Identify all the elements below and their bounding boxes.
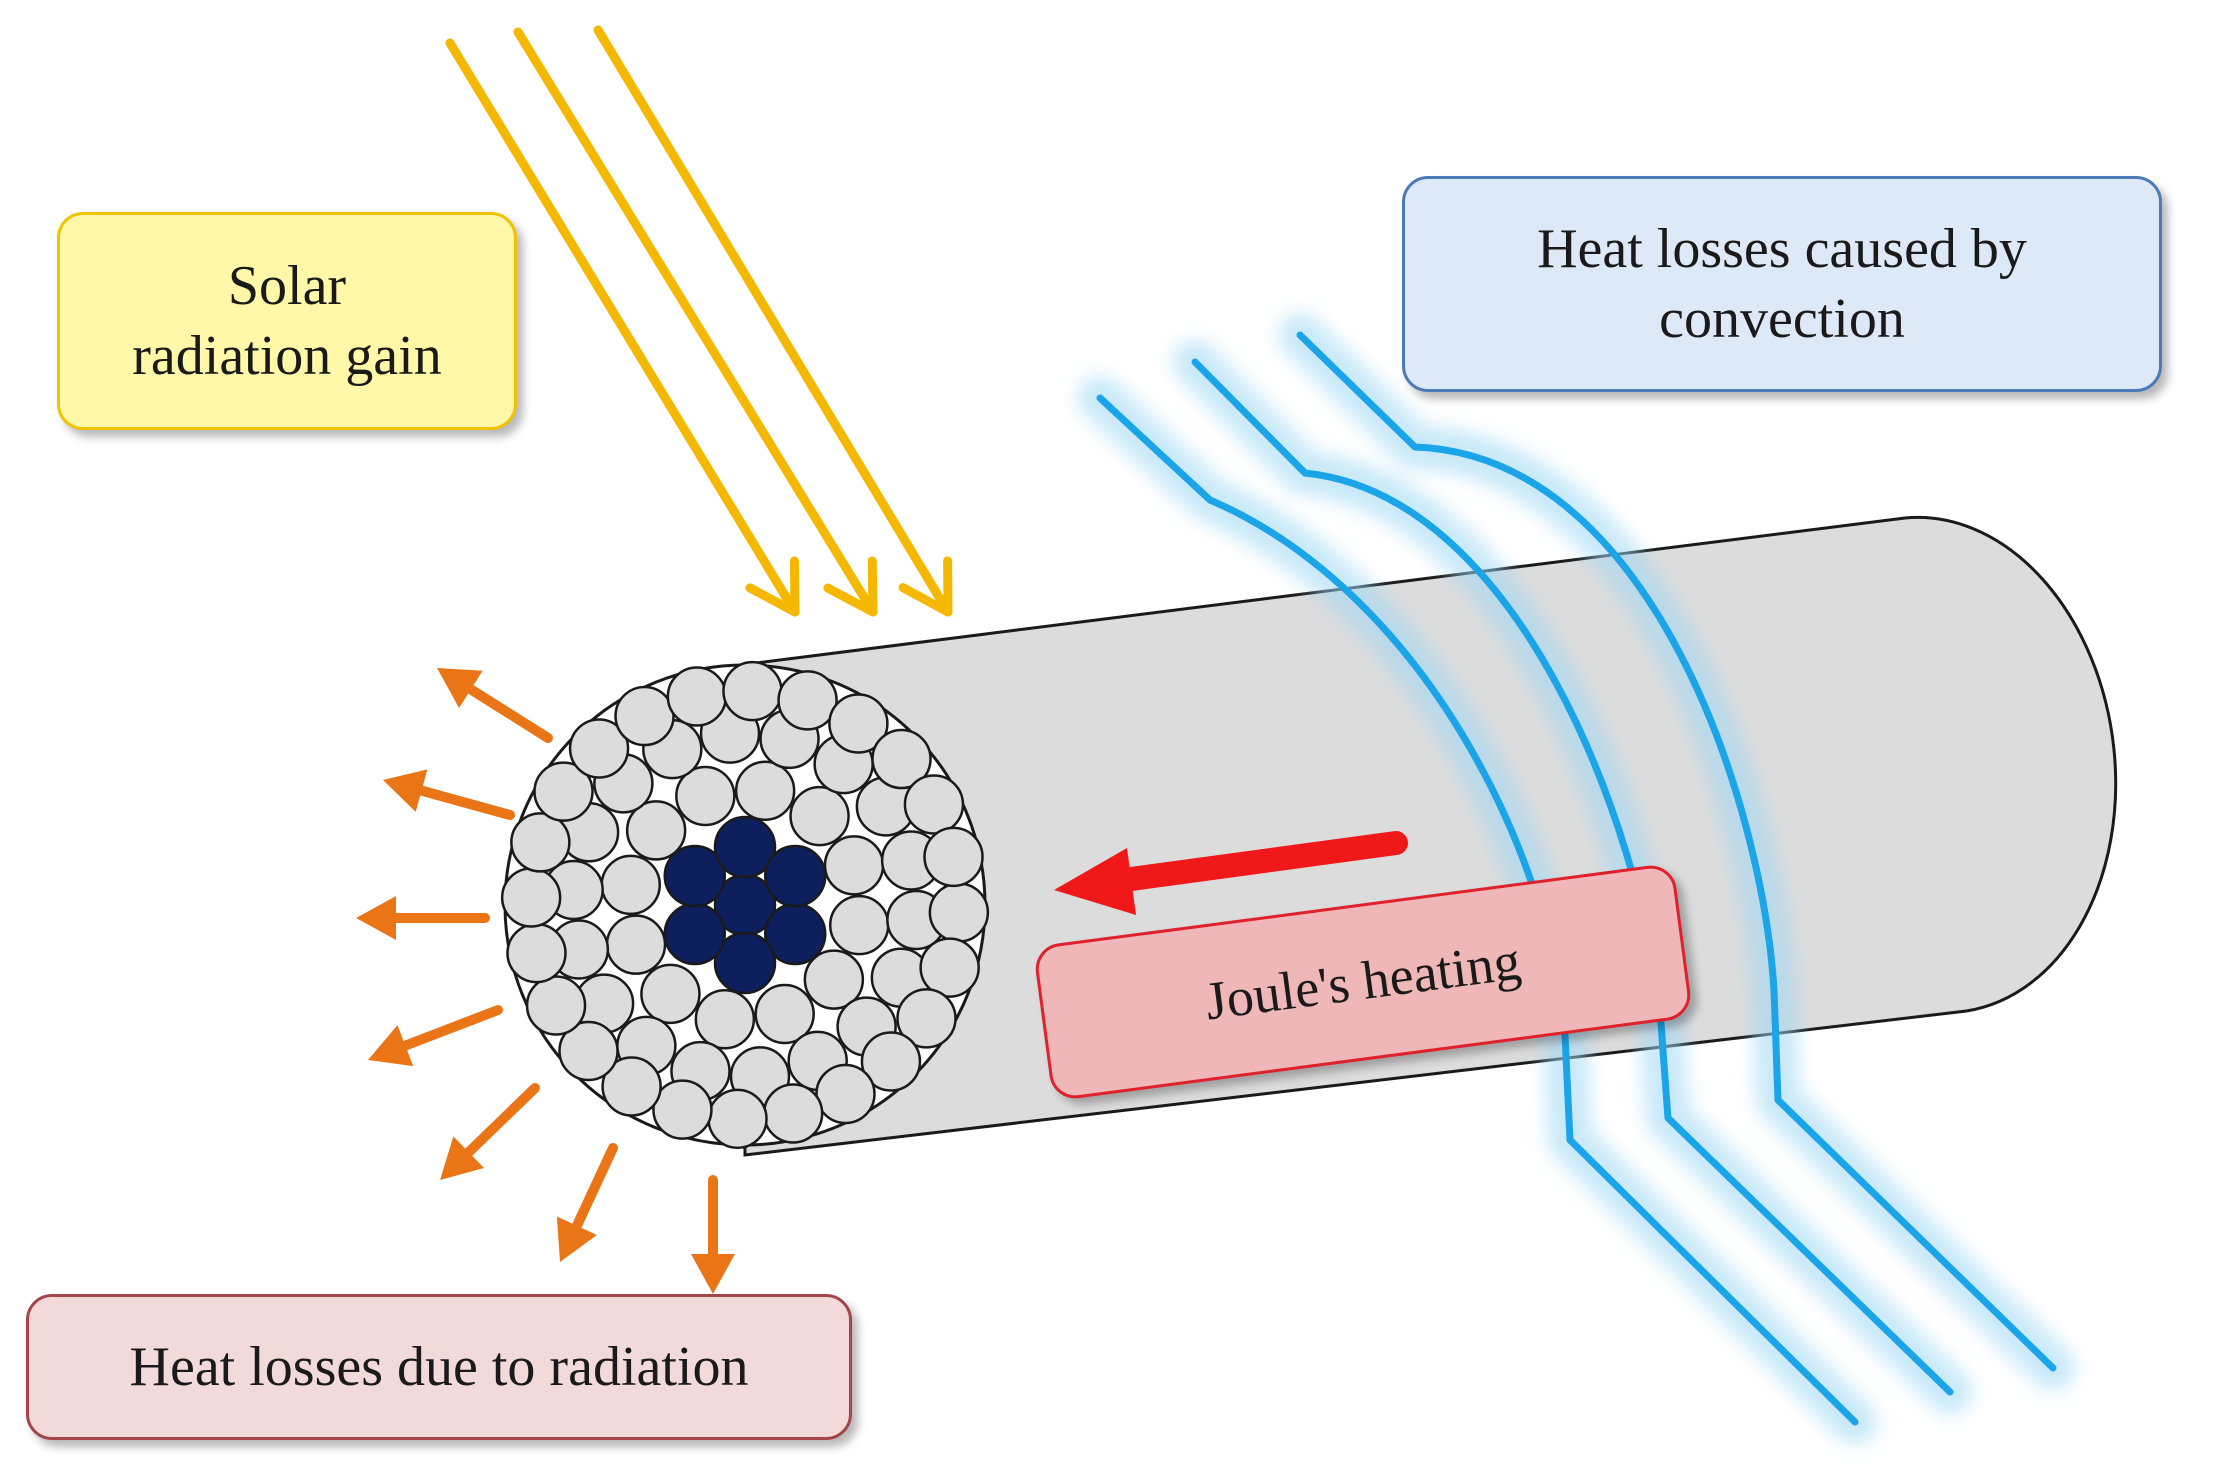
aluminium-strand	[600, 854, 662, 916]
aluminium-strand	[734, 760, 796, 822]
steel-core-strand	[663, 902, 727, 966]
aluminium-strand	[919, 937, 980, 998]
aluminium-strand	[675, 765, 736, 827]
radiation-arrow-icon	[368, 1005, 503, 1067]
solar-radiation-gain-text: Solar radiation gain	[132, 255, 442, 387]
aluminium-strand	[533, 761, 594, 822]
aluminium-strand	[510, 812, 571, 873]
convection-loss-text: Heat losses caused by convection	[1537, 218, 2027, 350]
current-arrow-icon	[1054, 831, 1408, 915]
solar-radiation-gain-label: Solar radiation gain	[57, 212, 517, 430]
aluminium-strand	[652, 1079, 713, 1140]
convection-loss-label: Heat losses caused by convection	[1402, 176, 2162, 392]
steel-core-strand	[713, 931, 777, 995]
aluminium-strand	[923, 826, 984, 888]
aluminium-strand	[666, 666, 728, 727]
sun-ray-arrow-icon	[445, 38, 800, 617]
aluminium-strand	[803, 949, 865, 1010]
aluminium-strand	[762, 1083, 824, 1144]
aluminium-strand	[860, 1031, 922, 1092]
aluminium-strand	[601, 1056, 662, 1117]
aluminium-strand	[754, 983, 815, 1045]
radiation-arrow-icon	[437, 668, 553, 743]
sun-ray-arrow-icon	[593, 25, 953, 617]
aluminium-strand	[928, 882, 990, 943]
steel-core-strand	[763, 844, 827, 908]
aluminium-strand	[896, 988, 957, 1049]
aluminium-strand	[823, 835, 885, 896]
aluminium-strand	[640, 963, 701, 1025]
radiation-arrow-icon	[440, 1083, 540, 1180]
aluminium-strand	[625, 800, 687, 861]
radiation-arrow-icon	[356, 896, 490, 940]
aluminium-strand	[694, 988, 756, 1050]
aluminium-strand	[506, 922, 567, 984]
aluminium-strand	[789, 785, 850, 847]
aluminium-strand	[614, 685, 675, 747]
aluminium-strand	[871, 728, 932, 790]
aluminium-strand	[777, 670, 838, 731]
steel-core-strand	[713, 815, 777, 879]
aluminium-strand	[605, 914, 667, 975]
aluminium-strand	[828, 693, 889, 754]
sun-ray-arrow-icon	[513, 27, 878, 617]
radiation-arrow-icon	[691, 1175, 735, 1294]
radiation-arrow-icon	[383, 769, 515, 820]
aluminium-strand	[903, 774, 965, 835]
radiation-arrow-icon	[556, 1143, 618, 1262]
conductor-cross-section	[500, 660, 990, 1150]
aluminium-strand	[558, 1020, 619, 1082]
convection-flow-icon	[1296, 331, 2057, 1372]
aluminium-strand	[500, 867, 562, 928]
aluminium-strand	[707, 1088, 768, 1150]
steel-core-strand	[663, 844, 727, 908]
radiation-loss-label: Heat losses due to radiation	[26, 1294, 852, 1440]
aluminium-strand	[568, 718, 630, 779]
aluminium-strand	[815, 1063, 876, 1125]
aluminium-strand	[525, 975, 587, 1036]
aluminium-strand	[828, 894, 890, 956]
radiation-loss-text: Heat losses due to radiation	[129, 1336, 749, 1398]
aluminium-strand	[722, 660, 783, 722]
joule-heating-text: Joule's heating	[1201, 930, 1525, 1032]
